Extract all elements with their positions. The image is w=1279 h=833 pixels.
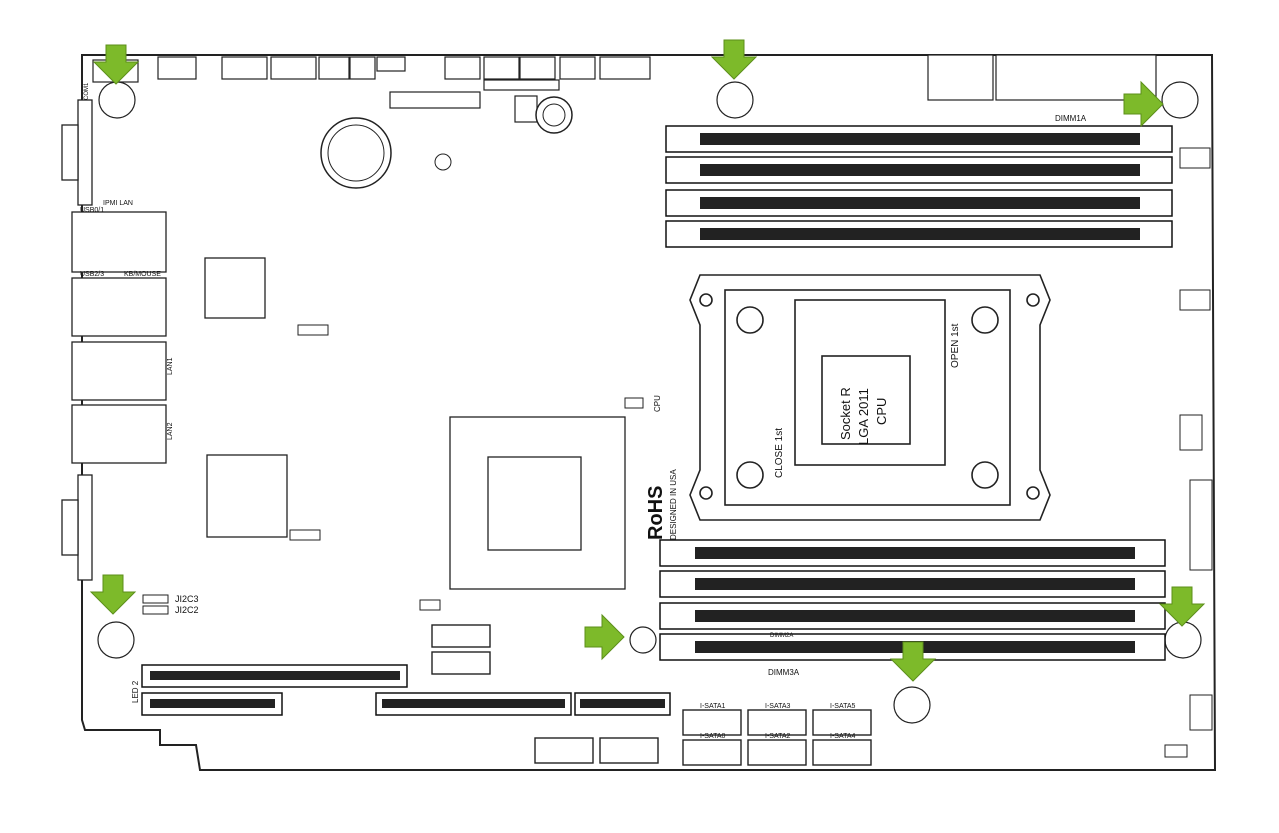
arrow-right-icon bbox=[584, 80, 1164, 661]
cpu-socket-line2: LGA 2011 bbox=[856, 388, 871, 445]
designed-in-usa-label: DESIGNED IN USA bbox=[669, 469, 678, 540]
cpu-socket-line3: CPU bbox=[874, 398, 889, 425]
chips bbox=[204, 257, 626, 590]
usb23-label: USB2/3 bbox=[80, 271, 104, 278]
sata0-label: I-SATA0 bbox=[700, 733, 726, 740]
rohs-label: RoHS bbox=[645, 486, 667, 540]
sata1-label: I-SATA1 bbox=[700, 703, 726, 710]
rear-io bbox=[61, 99, 167, 581]
sata4-label: I-SATA4 bbox=[830, 733, 856, 740]
lan2-label: LAN2 bbox=[167, 422, 174, 440]
cpu-fan-label: CPU bbox=[653, 395, 662, 412]
sata2-label: I-SATA2 bbox=[765, 733, 791, 740]
cpu-socket bbox=[689, 274, 1051, 521]
jumpers bbox=[142, 147, 1213, 758]
ipmi-lan-label: IPMI LAN bbox=[103, 200, 133, 207]
ji2c3-label: JI2C3 bbox=[175, 594, 199, 604]
sata3-label: I-SATA3 bbox=[765, 703, 791, 710]
sata-ports bbox=[431, 624, 872, 766]
dimm-slots-top bbox=[665, 125, 1173, 248]
kbmouse-label: KB/MOUSE bbox=[124, 271, 161, 278]
cmos-battery bbox=[320, 117, 392, 189]
close-first-label: CLOSE 1st bbox=[774, 428, 785, 478]
dimm-slots-bottom bbox=[659, 539, 1166, 661]
ji2c2-label: JI2C2 bbox=[175, 605, 199, 615]
open-first-label: OPEN 1st bbox=[950, 323, 961, 368]
top-headers bbox=[92, 54, 1157, 123]
pcie-slots bbox=[141, 664, 671, 716]
sata5-label: I-SATA5 bbox=[830, 703, 856, 710]
lan1-label: LAN1 bbox=[167, 357, 174, 375]
arrow-down-icon bbox=[89, 39, 1206, 682]
usb01-label: USB0/1 bbox=[80, 207, 104, 214]
dimm2a-label: DIMM2A bbox=[770, 633, 793, 639]
cpu-socket-line1: Socket R bbox=[838, 387, 853, 440]
dimm3a-label: DIMM3A bbox=[768, 668, 800, 677]
led2-label: LED 2 bbox=[131, 680, 140, 703]
com1-label: COM1 bbox=[84, 82, 90, 100]
dimm1a-label: DIMM1A bbox=[1055, 114, 1087, 123]
